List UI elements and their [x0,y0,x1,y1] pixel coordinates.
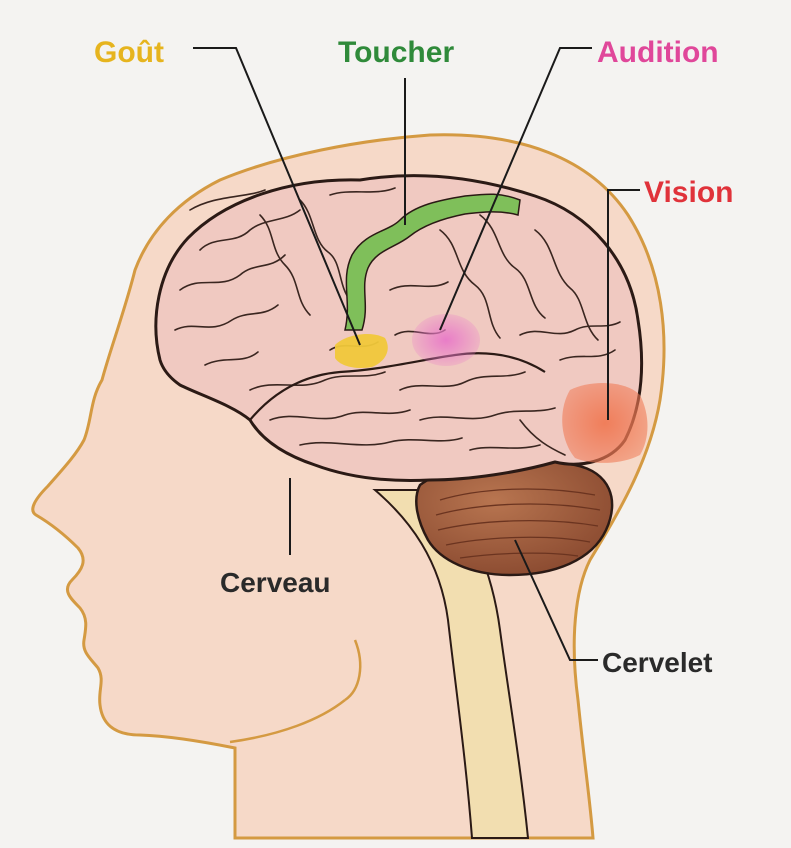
hearing-area [412,314,480,366]
label-hearing: Audition [597,36,719,69]
label-taste: Goût [94,36,164,69]
vision-area [562,383,647,463]
label-cerebrum: Cerveau [220,567,331,598]
label-vision: Vision [644,176,733,209]
label-cerebellum: Cervelet [602,647,713,678]
label-touch: Toucher [338,36,454,69]
